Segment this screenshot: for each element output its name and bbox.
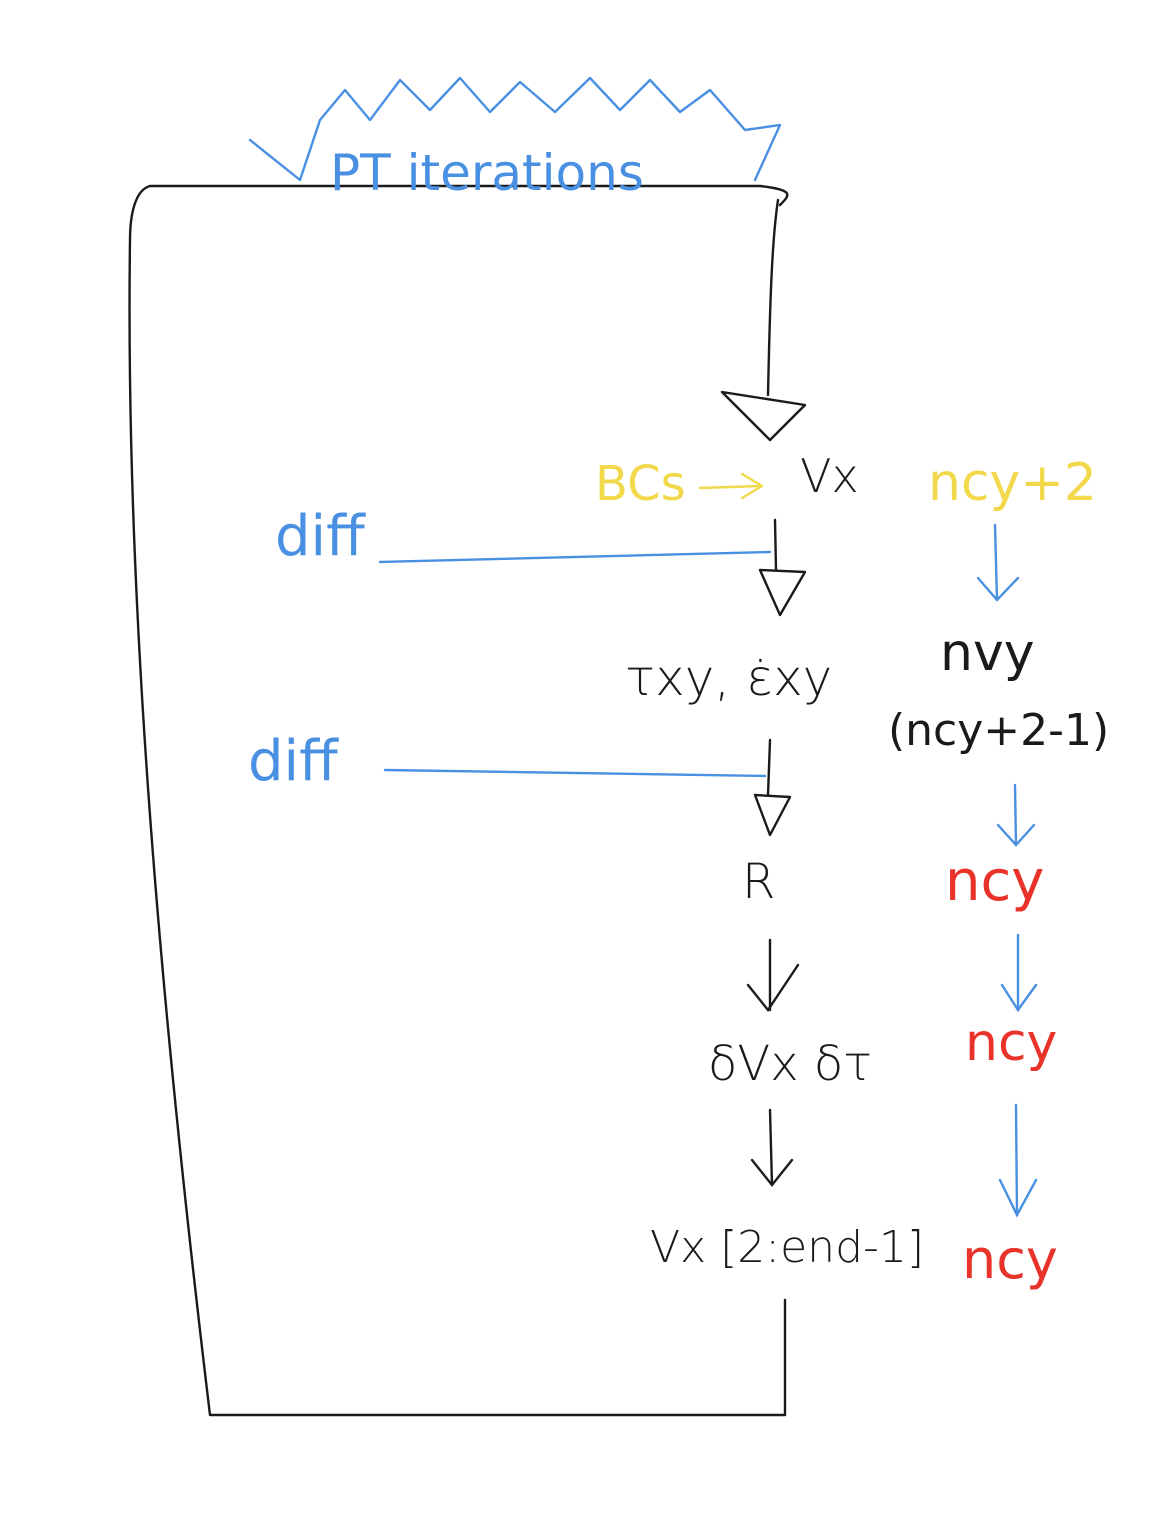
banner-shape: [248, 76, 782, 182]
size-ncy-plus-2-minus-1: (ncy+2-1): [888, 705, 1109, 756]
diff-label-2: diff: [248, 729, 339, 794]
loop-frame: [128, 184, 789, 1417]
size-arrow-1: [976, 523, 1020, 602]
step-dvx-dtau: δVx δτ: [708, 1036, 872, 1092]
size-ncy-3: ncy: [962, 1228, 1058, 1291]
step-vx: Vx: [800, 449, 859, 503]
size-arrow-3: [1000, 933, 1038, 1013]
main-arrow-3: [746, 938, 800, 1013]
main-arrow-4: [750, 1108, 794, 1187]
size-arrow-2: [996, 783, 1036, 847]
diff-label-1: diff: [275, 504, 366, 569]
loop-return-line: [766, 198, 780, 397]
step-residual: R: [742, 854, 775, 910]
step-stress-strain: τxy, ε̇xy: [625, 649, 832, 707]
main-arrow-2: [753, 738, 792, 837]
step-vx-inner: Vx [2:end-1]: [650, 1222, 924, 1273]
diff-arrow-1: [378, 550, 772, 564]
diff-arrow-2: [383, 768, 767, 778]
loop-return-arrowhead: [720, 390, 807, 442]
size-ncy-plus-2: ncy+2: [928, 453, 1097, 513]
size-nvy: nvy: [940, 623, 1035, 683]
banner-label: PT iterations: [330, 144, 644, 202]
bcs-label: BCs: [595, 456, 686, 512]
bcs-arrow: [698, 472, 764, 500]
size-ncy-1: ncy: [945, 849, 1044, 914]
main-arrow-1: [758, 518, 807, 617]
size-ncy-2: ncy: [965, 1013, 1057, 1073]
size-arrow-4: [998, 1103, 1038, 1218]
